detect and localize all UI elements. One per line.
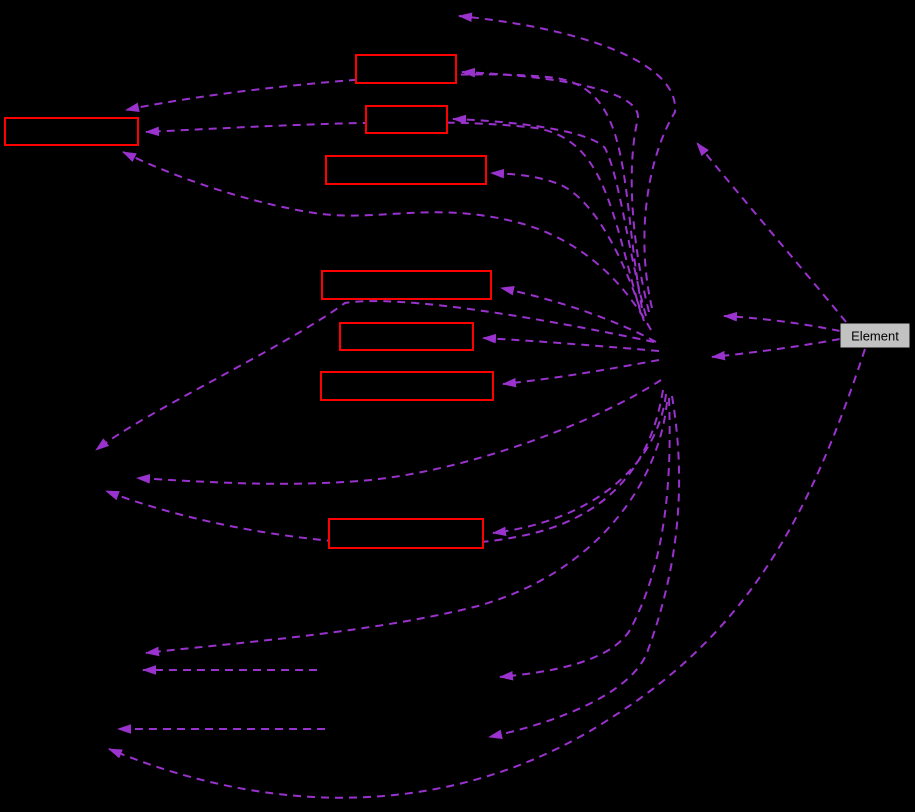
class-box-top-2[interactable] (365, 105, 448, 134)
edge-hub-to-top-box-3 (490, 168, 645, 322)
edge-hub-to-bottom-mid-2 (488, 395, 681, 740)
class-box-top-3[interactable] (325, 155, 487, 185)
class-box-left[interactable] (4, 117, 139, 146)
class-box-top-1[interactable] (355, 54, 457, 84)
edge-hub-to-midleft-a (95, 300, 655, 451)
edge-hub-to-bottom-left (145, 401, 668, 657)
class-box-mid-2[interactable] (339, 322, 474, 351)
edge-hub-to-top-node (458, 12, 677, 309)
class-box-mid-1[interactable] (321, 270, 492, 300)
edge-hub-to-lower-box (492, 393, 667, 537)
element-node-box[interactable] (839, 322, 911, 349)
edge-hub-to-left-box-b (145, 121, 642, 315)
edge-hub-to-midleft-b (136, 379, 662, 485)
element-node-label[interactable]: Element (851, 329, 899, 344)
edge-hub-to-mid-box-1 (500, 285, 657, 343)
edge-hub-to-left-box-a (125, 73, 643, 309)
edge-hub-to-mid-box-3 (502, 359, 660, 388)
edge-hub-to-bottom-mid-1 (499, 397, 671, 681)
class-box-lower[interactable] (328, 518, 484, 549)
edge-element-arc-bottom (108, 348, 866, 799)
edge-element-to-hub-upper (723, 311, 841, 332)
edge-element-to-top-node (696, 142, 847, 323)
edge-hub-to-top-box-2 (452, 114, 647, 317)
edge-hub-to-left-box-c (122, 151, 652, 331)
edge-element-to-hub-lower (711, 338, 841, 361)
edge-hub-to-mid-box-2 (482, 333, 660, 352)
class-box-mid-3[interactable] (320, 371, 494, 401)
